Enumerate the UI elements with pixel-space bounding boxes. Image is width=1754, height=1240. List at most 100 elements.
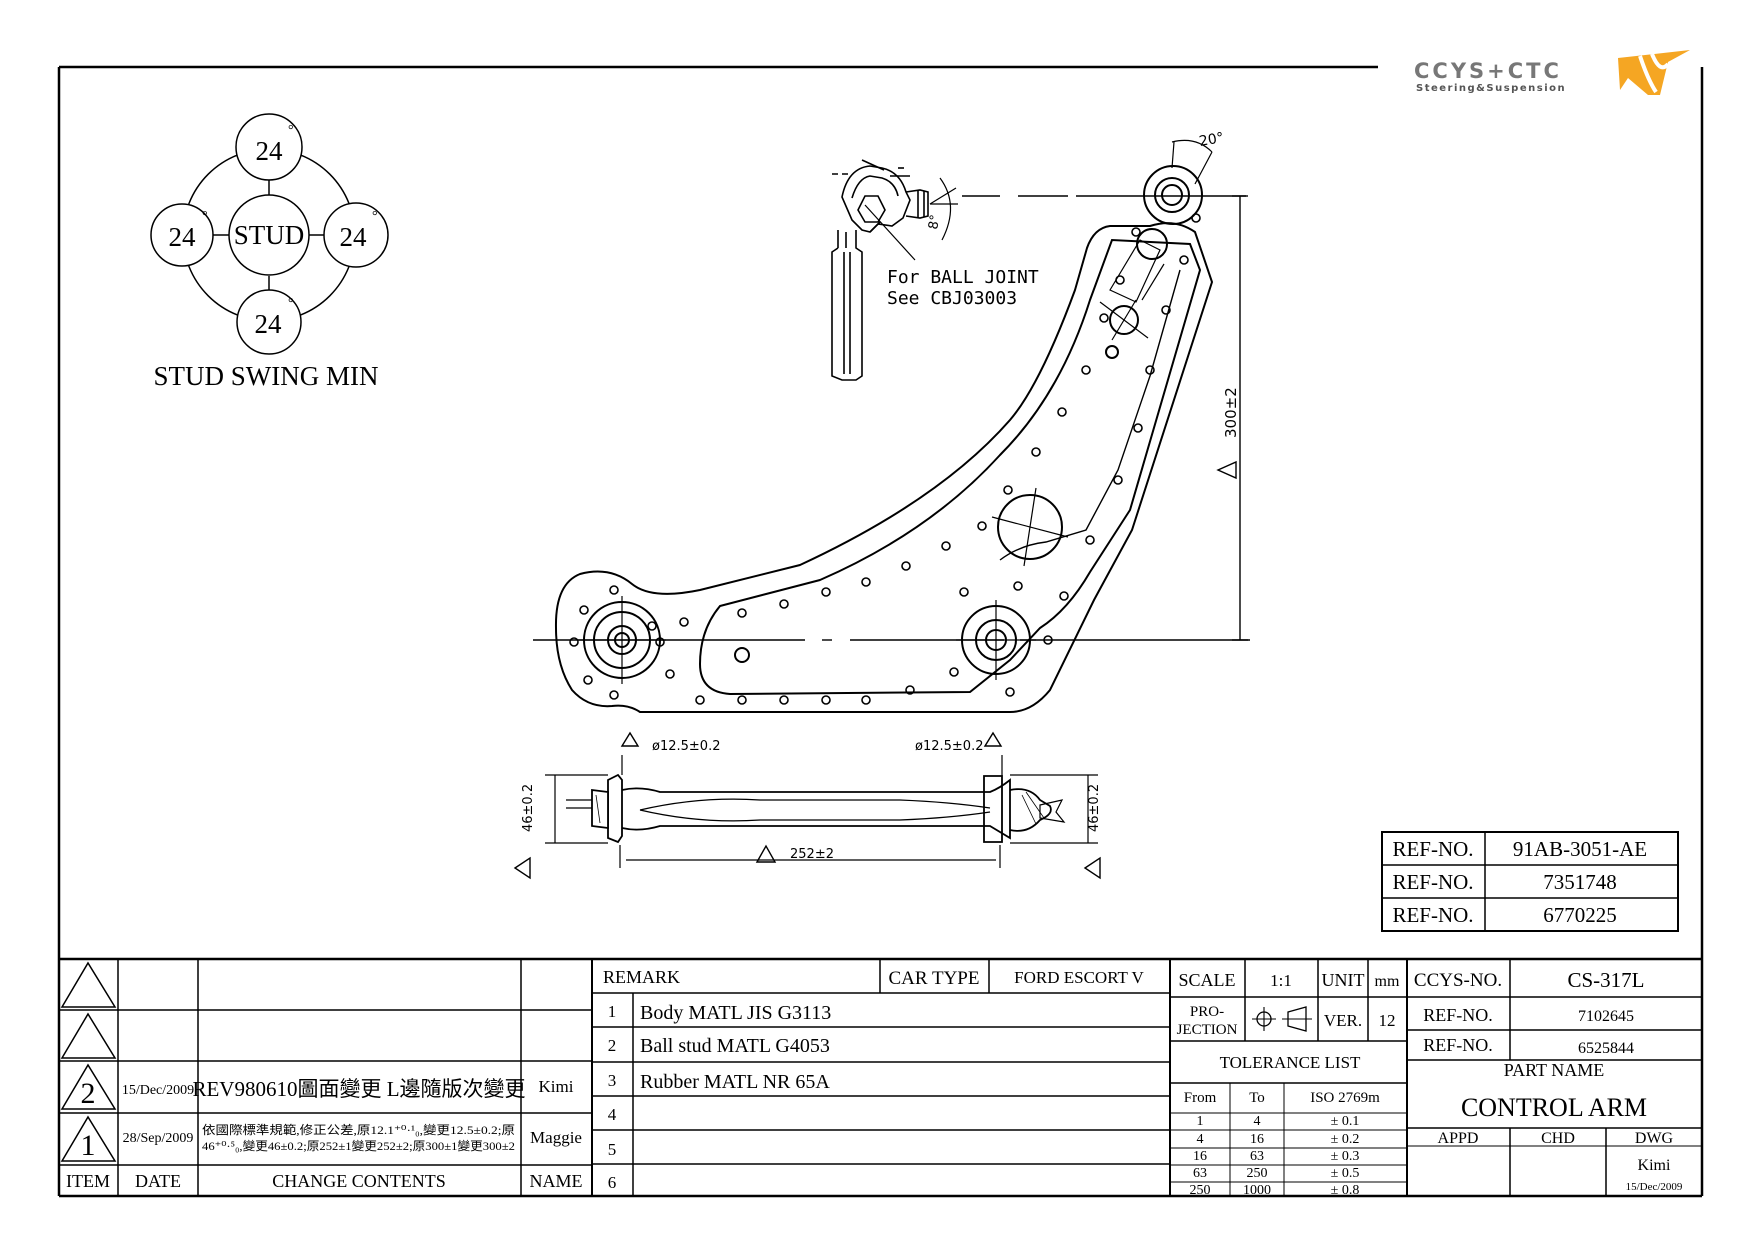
ball-joint-detail <box>831 159 958 381</box>
remark-row-2: Ball stud MATL G4053 <box>640 1035 830 1057</box>
car-type-value: FORD ESCORT V <box>1014 968 1144 987</box>
remark-row-1: Body MATL JIS G3113 <box>640 1002 831 1024</box>
height-dim-label: 300±2 <box>1222 387 1240 438</box>
unit-label: UNIT <box>1322 970 1365 990</box>
control-arm-plan-view <box>554 139 1214 713</box>
revision-item-2: 2 <box>81 1077 96 1110</box>
title-ref-no-2: 6525844 <box>1578 1040 1634 1057</box>
remark-table: REMARK CAR TYPE FORD ESCORT V 1 Body MAT… <box>603 967 1145 1192</box>
svg-text:1000: 1000 <box>1243 1183 1271 1198</box>
ver-value: 12 <box>1379 1011 1396 1030</box>
svg-text:63: 63 <box>1193 1166 1207 1181</box>
rivet-holes <box>569 213 1201 705</box>
svg-text:REF-NO.: REF-NO. <box>1423 1005 1493 1025</box>
title-block: CCYS-NO. CS-317L REF-NO. 7102645 REF-NO.… <box>1414 968 1683 1193</box>
col-date-header: DATE <box>135 1171 181 1191</box>
scale-label: SCALE <box>1178 970 1235 990</box>
svg-text:REF-NO.: REF-NO. <box>1392 903 1473 927</box>
revision-date-1: 28/Sep/2009 <box>123 1131 194 1146</box>
svg-text:63: 63 <box>1250 1149 1264 1164</box>
stud-label: STUD <box>234 220 305 250</box>
revision-item-1: 1 <box>81 1129 96 1162</box>
car-type-label: CAR TYPE <box>889 968 980 989</box>
appd-label: APPD <box>1438 1130 1479 1147</box>
svg-text:± 0.8: ± 0.8 <box>1331 1183 1360 1198</box>
svg-text:ISO 2769m: ISO 2769m <box>1310 1090 1380 1106</box>
col-content-header: CHANGE CONTENTS <box>272 1171 446 1191</box>
hole-right-dim: ø12.5±0.2 <box>915 739 983 754</box>
swing-top-value: 24 <box>256 136 284 166</box>
angle-8: 8° <box>926 214 943 231</box>
svg-text:°: ° <box>288 296 294 311</box>
title-block-grid <box>59 957 1702 1196</box>
svg-text:1: 1 <box>608 1002 617 1021</box>
revision-content-1-line1: 依國際標準規範,修正公差,原12.1⁺⁰·¹₀,變更12.5±0.2;原 <box>202 1122 515 1137</box>
revision-date-2: 15/Dec/2009 <box>122 1083 194 1098</box>
svg-text:2: 2 <box>608 1036 617 1055</box>
unit-value: mm <box>1375 973 1400 990</box>
swing-left-value: 24 <box>169 222 197 252</box>
company-logo: CCYS+CTC Steering&Suspension <box>1414 50 1690 95</box>
ref-no-1: 91AB-3051-AE <box>1513 837 1647 861</box>
svg-text:REF-NO.: REF-NO. <box>1392 837 1473 861</box>
tolerance-title: TOLERANCE LIST <box>1220 1053 1361 1072</box>
ref-number-box: REF-NO. 91AB-3051-AE REF-NO. 7351748 REF… <box>1381 831 1679 932</box>
ref-no-3: 6770225 <box>1543 903 1617 927</box>
thickness-left-dim: 46±0.2 <box>521 784 536 832</box>
scale-value: 1:1 <box>1270 971 1292 990</box>
part-name-label: PART NAME <box>1504 1060 1604 1080</box>
svg-text:4: 4 <box>1197 1132 1204 1147</box>
control-arm-side-view <box>545 755 1098 868</box>
center-lines <box>533 195 1250 641</box>
revision-table: 2 15/Dec/2009 REV980610圖面變更 L邊隨版次變更 Kimi… <box>66 1077 583 1191</box>
ccys-no-label: CCYS-NO. <box>1414 970 1502 991</box>
revision-name-1: Maggie <box>530 1128 582 1147</box>
ref-no-2: 7351748 <box>1543 870 1617 894</box>
revision-content-1-line2: 46⁺⁰·⁵₀,變更46±0.2;原252±1變更252±2;原300±1變更3… <box>202 1138 515 1153</box>
angle-20: 20° <box>1198 130 1225 150</box>
sheet-border <box>57 65 1704 1198</box>
stud-swing-diagram: STUD 24 24 24 24 ° ° ° ° STUD SWING MIN <box>150 113 389 391</box>
ver-label: VER. <box>1324 1011 1362 1030</box>
svg-text:5: 5 <box>608 1140 617 1159</box>
swing-bottom-value: 24 <box>255 309 283 339</box>
svg-text:4: 4 <box>608 1105 617 1124</box>
svg-text:4: 4 <box>1254 1114 1261 1129</box>
svg-text:16: 16 <box>1250 1132 1264 1147</box>
thickness-right-dim: 46±0.2 <box>1087 784 1102 832</box>
drawn-date: 15/Dec/2009 <box>1626 1181 1683 1193</box>
svg-text:250: 250 <box>1190 1183 1211 1198</box>
svg-text:± 0.3: ± 0.3 <box>1331 1149 1360 1164</box>
dwg-label: DWG <box>1635 1130 1674 1147</box>
svg-text:± 0.5: ± 0.5 <box>1331 1166 1360 1181</box>
title-ref-no-1: 7102645 <box>1578 1008 1634 1025</box>
swing-right-value: 24 <box>340 222 368 252</box>
svg-text:°: ° <box>288 123 294 138</box>
logo-brand: CCYS+CTC <box>1414 59 1562 83</box>
svg-text:6: 6 <box>608 1173 617 1192</box>
width-dim: 252±2 <box>790 847 834 862</box>
revision-content-2: REV980610圖面變更 L邊隨版次變更 <box>192 1077 525 1101</box>
svg-text:From: From <box>1184 1090 1217 1106</box>
svg-text:± 0.2: ± 0.2 <box>1331 1132 1360 1147</box>
tolerance-rows: 1 4 ± 0.1 4 16 ± 0.2 16 63 ± 0.3 63 250 … <box>1190 1114 1360 1198</box>
logo-tagline: Steering&Suspension <box>1416 83 1566 94</box>
chd-label: CHD <box>1541 1130 1575 1147</box>
scale-tolerance-block: SCALE 1:1 UNIT mm PRO- JECTION VER. 12 T… <box>1177 970 1400 1198</box>
remark-row-3: Rubber MATL NR 65A <box>640 1071 830 1093</box>
ccys-no-value: CS-317L <box>1567 968 1644 992</box>
logo-mark-icon <box>1618 50 1690 95</box>
remark-header: REMARK <box>603 967 680 987</box>
svg-text:1: 1 <box>1197 1114 1204 1129</box>
col-item-header: ITEM <box>66 1171 110 1191</box>
svg-text:3: 3 <box>608 1071 617 1090</box>
svg-text:°: ° <box>202 209 208 224</box>
part-name-value: CONTROL ARM <box>1461 1093 1647 1122</box>
col-name-header: NAME <box>530 1171 583 1191</box>
svg-text:16: 16 <box>1193 1149 1207 1164</box>
hole-left-dim: ø12.5±0.2 <box>652 739 720 754</box>
svg-text:250: 250 <box>1247 1166 1268 1181</box>
height-dimension <box>1216 195 1248 641</box>
svg-text:°: ° <box>372 209 378 224</box>
